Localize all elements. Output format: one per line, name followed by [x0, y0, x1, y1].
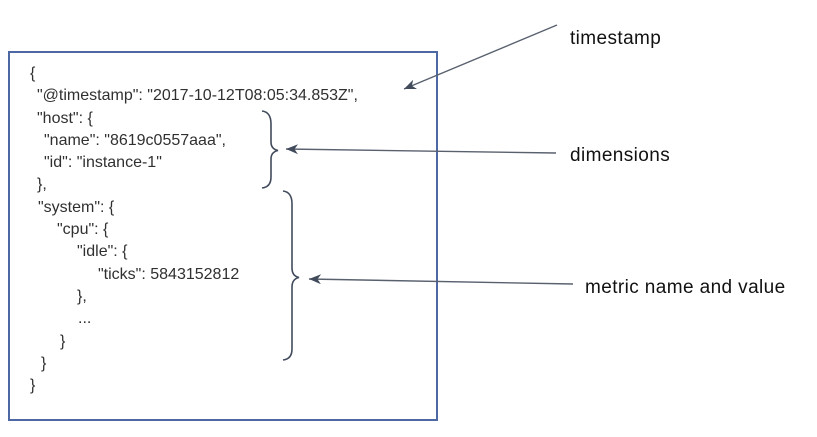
- code-line: "@timestamp": "2017-10-12T08:05:34.853Z"…: [37, 87, 358, 105]
- code-line: "name": "8619c0557aaa",: [44, 131, 226, 149]
- dimensions-label: dimensions: [570, 145, 671, 166]
- code-line: "idle": {: [77, 243, 128, 261]
- code-line: },: [77, 287, 87, 305]
- json-code-block: {"@timestamp": "2017-10-12T08:05:34.853Z…: [10, 53, 436, 397]
- code-line: }: [41, 354, 47, 372]
- code-line: "host": {: [37, 109, 93, 127]
- code-line: "id": "instance-1": [44, 154, 162, 172]
- code-line: {: [30, 65, 36, 82]
- code-line: "cpu": {: [57, 221, 109, 239]
- code-line: ...: [78, 310, 92, 328]
- code-line: }: [60, 332, 66, 350]
- code-line: }: [30, 377, 36, 395]
- metric-name-and-value-label: metric name and value: [585, 277, 786, 298]
- timestamp-label: timestamp: [570, 28, 662, 49]
- code-line: "system": {: [38, 198, 115, 216]
- json-document-box: {"@timestamp": "2017-10-12T08:05:34.853Z…: [8, 51, 438, 421]
- code-line: "ticks": 5843152812: [98, 265, 240, 283]
- code-line: },: [37, 176, 47, 194]
